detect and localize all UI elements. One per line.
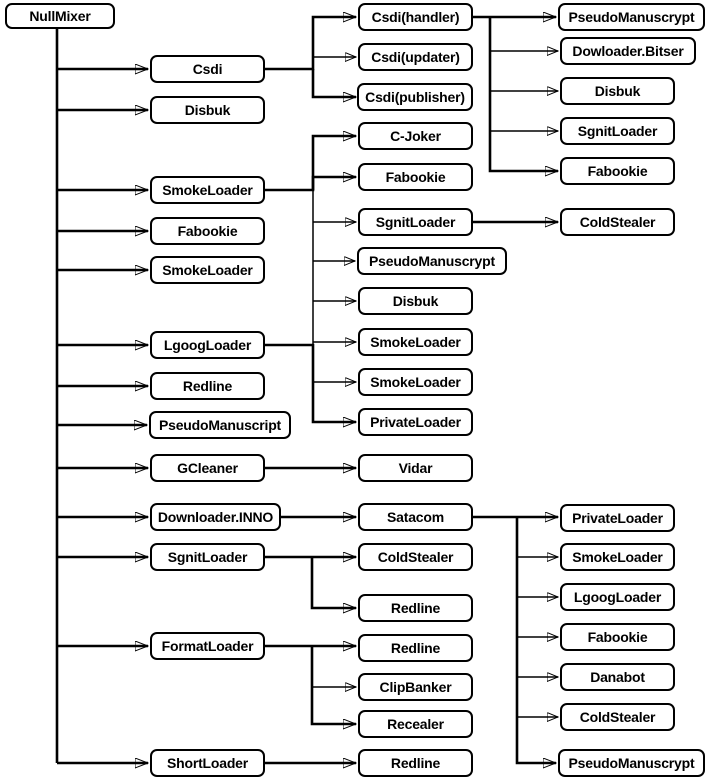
edge-connector	[310, 646, 356, 724]
node-disbuk2: Disbuk	[150, 96, 265, 124]
node-smoke4: SmokeLoader	[560, 543, 675, 571]
node-satacom3: Satacom	[358, 503, 473, 531]
node-danabot4: Danabot	[560, 663, 675, 691]
node-csdi2: Csdi	[150, 55, 265, 83]
edge-connector	[265, 343, 356, 422]
node-redline3b: Redline	[358, 634, 473, 662]
node-short2: ShortLoader	[150, 749, 265, 777]
edge-connector	[311, 177, 356, 190]
node-format2: FormatLoader	[150, 632, 265, 660]
node-pseudo3: PseudoManuscrypt	[357, 247, 507, 275]
node-bitser4: Dowloader.Bitser	[560, 37, 696, 65]
node-updater3: Csdi(updater)	[358, 43, 473, 71]
node-nullmixer: NullMixer	[5, 3, 115, 29]
node-publisher3: Csdi(publisher)	[357, 83, 473, 111]
node-disbuk3: Disbuk	[358, 287, 473, 315]
node-inno2: Downloader.INNO	[150, 503, 281, 531]
edge-connector	[265, 17, 356, 71]
node-fabookie4b: Fabookie	[560, 623, 675, 651]
node-fabookie2: Fabookie	[150, 217, 265, 245]
edge-connector	[265, 136, 356, 192]
node-lgoog4: LgoogLoader	[560, 583, 675, 611]
node-fabookie3: Fabookie	[358, 163, 473, 191]
node-private3: PrivateLoader	[358, 408, 473, 436]
edge-connector	[311, 69, 356, 97]
node-handler3: Csdi(handler)	[358, 3, 473, 31]
node-smoke2a: SmokeLoader	[150, 176, 265, 204]
node-lgoog2: LgoogLoader	[150, 331, 265, 359]
node-sgnit2: SgnitLoader	[150, 543, 265, 571]
node-fabookie4: Fabookie	[560, 157, 675, 185]
node-smoke2b: SmokeLoader	[150, 256, 265, 284]
node-smoke3b: SmokeLoader	[358, 368, 473, 396]
node-redline3a: Redline	[358, 594, 473, 622]
node-cold4a: ColdStealer	[560, 208, 675, 236]
edge-connector	[310, 557, 356, 608]
node-pseudo2: PseudoManuscript	[149, 411, 291, 439]
node-recealer3: Recealer	[358, 710, 473, 738]
node-sgnit3: SgnitLoader	[358, 208, 473, 236]
node-pseudo4a: PseudoManuscrypt	[558, 3, 705, 31]
node-private4: PrivateLoader	[560, 504, 675, 532]
node-clip3: ClipBanker	[358, 673, 473, 701]
node-redline3c: Redline	[358, 749, 473, 777]
node-vidar3: Vidar	[358, 454, 473, 482]
node-gcleaner2: GCleaner	[150, 454, 265, 482]
node-cold3: ColdStealer	[358, 543, 473, 571]
node-pseudo4b: PseudoManuscrypt	[558, 749, 705, 777]
node-redline2: Redline	[150, 372, 265, 400]
node-cold4b: ColdStealer	[560, 703, 675, 731]
node-cjoker3: C-Joker	[358, 122, 473, 150]
node-smoke3a: SmokeLoader	[358, 328, 473, 356]
edge-connector	[515, 517, 556, 763]
node-sgnit4: SgnitLoader	[560, 117, 675, 145]
node-disbuk4: Disbuk	[560, 77, 675, 105]
edge-connector	[488, 17, 558, 171]
